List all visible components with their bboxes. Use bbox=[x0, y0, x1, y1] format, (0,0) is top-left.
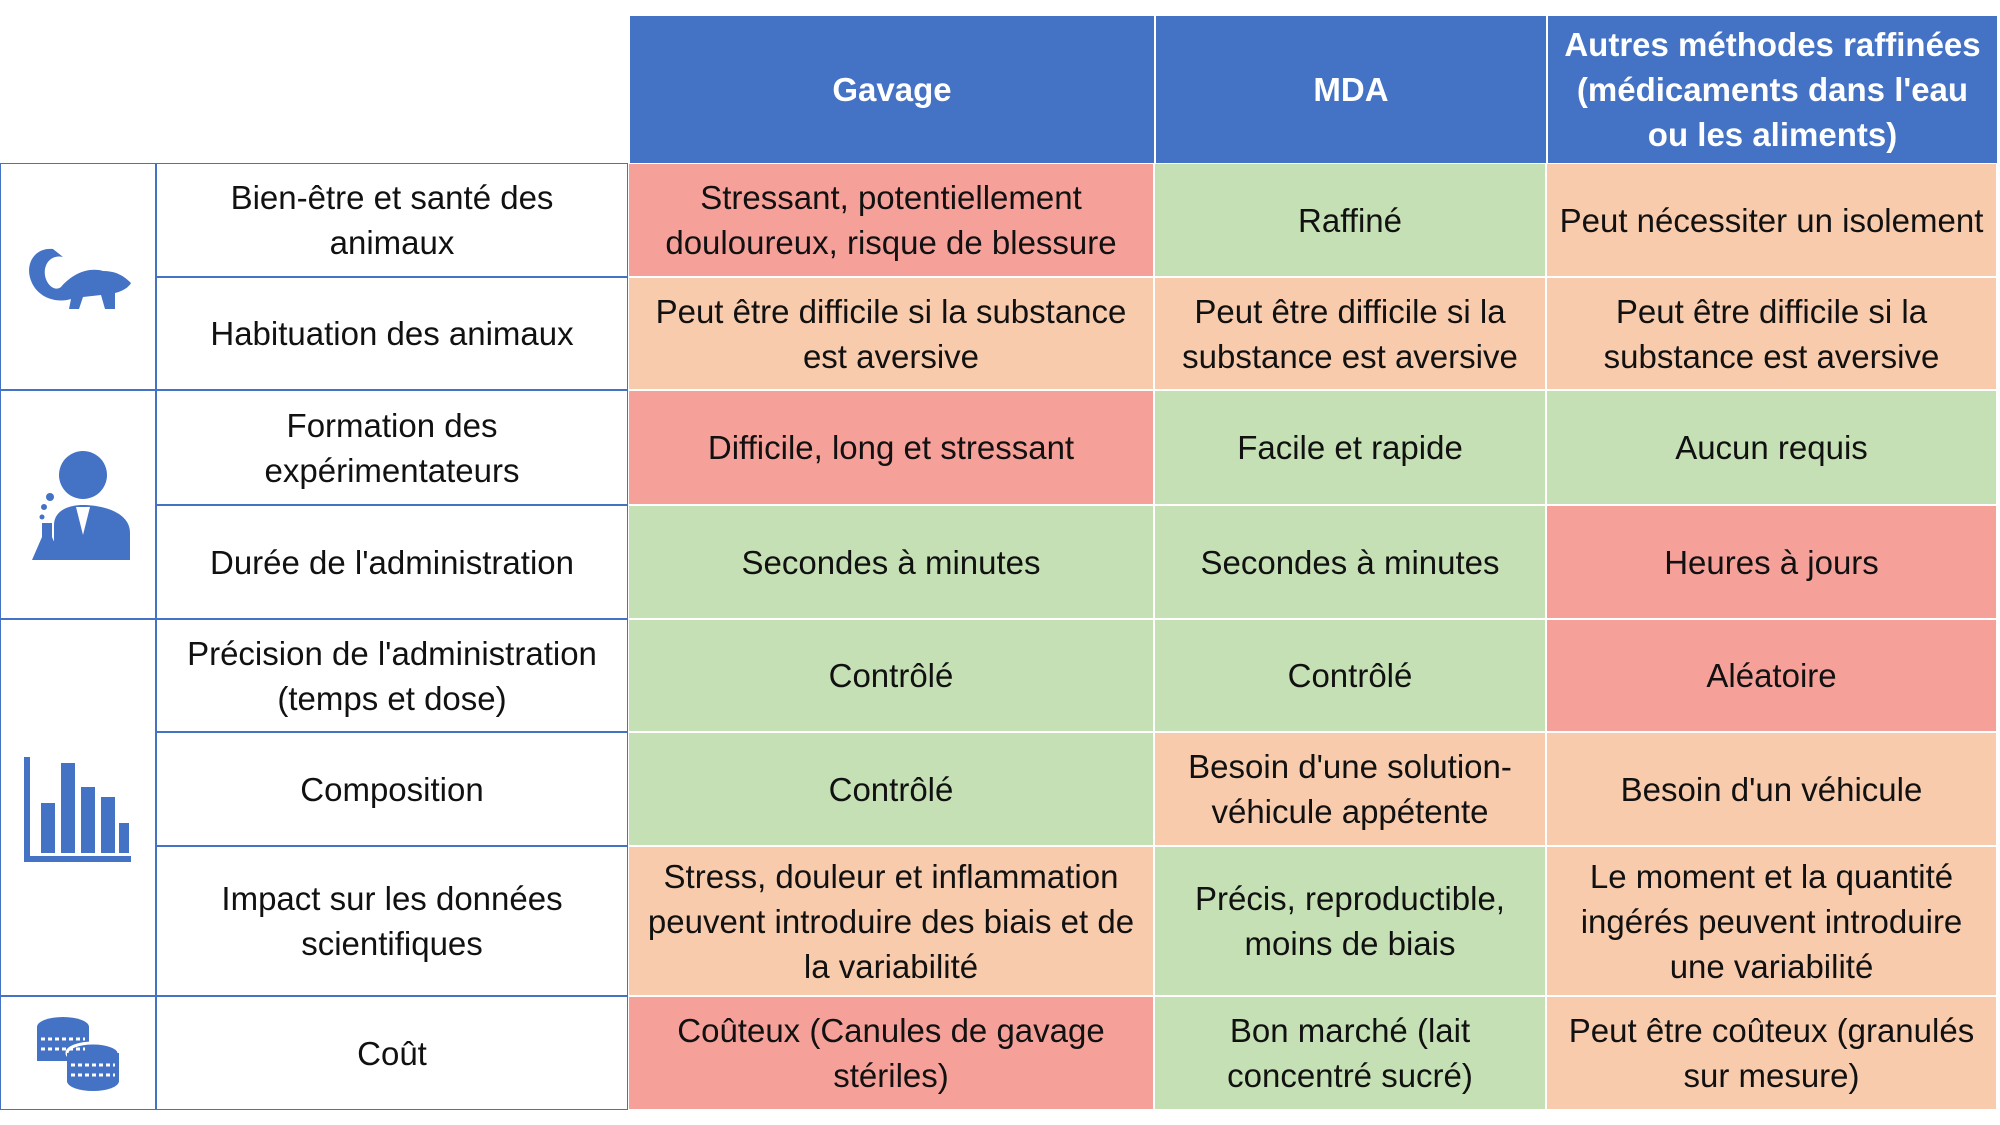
table-cell: Contrôlé bbox=[1154, 619, 1546, 732]
table-cell: Facile et rapide bbox=[1154, 390, 1546, 505]
scientist-icon bbox=[0, 390, 156, 619]
table-cell: Raffiné bbox=[1154, 163, 1546, 277]
row-label: Impact sur les données scientifiques bbox=[156, 846, 628, 996]
table-cell: Contrôlé bbox=[628, 732, 1154, 846]
row-label: Composition bbox=[156, 732, 628, 846]
row-label: Coût bbox=[156, 996, 628, 1110]
row-label: Précision de l'administration (temps et … bbox=[156, 619, 628, 732]
table-cell: Le moment et la quantité ingérés peuvent… bbox=[1546, 846, 1997, 996]
bar-chart-icon bbox=[0, 619, 156, 996]
row-label: Formation des expérimentateurs bbox=[156, 390, 628, 505]
table-cell: Contrôlé bbox=[628, 619, 1154, 732]
header-mda: MDA bbox=[1154, 16, 1546, 163]
table-cell: Stressant, potentiellement douloureux, r… bbox=[628, 163, 1154, 277]
table-cell: Secondes à minutes bbox=[1154, 505, 1546, 619]
table-cell: Aucun requis bbox=[1546, 390, 1997, 505]
table-cell: Heures à jours bbox=[1546, 505, 1997, 619]
table-cell: Stress, douleur et inflammation peuvent … bbox=[628, 846, 1154, 996]
table-cell: Précis, reproductible, moins de biais bbox=[1154, 846, 1546, 996]
header-autres: Autres méthodes raffinées (médicaments d… bbox=[1546, 16, 1997, 163]
comparison-table: Gavage MDA Autres méthodes raffinées (mé… bbox=[0, 16, 1997, 1110]
table-cell: Peut être difficile si la substance est … bbox=[1546, 277, 1997, 390]
header-gavage: Gavage bbox=[628, 16, 1154, 163]
empty-corner bbox=[0, 16, 628, 163]
table-cell: Besoin d'un véhicule bbox=[1546, 732, 1997, 846]
table-cell: Difficile, long et stressant bbox=[628, 390, 1154, 505]
row-label: Durée de l'administration bbox=[156, 505, 628, 619]
table-cell: Bon marché (lait concentré sucré) bbox=[1154, 996, 1546, 1110]
row-label: Habituation des animaux bbox=[156, 277, 628, 390]
table-cell: Peut nécessiter un isolement bbox=[1546, 163, 1997, 277]
table-cell: Peut être difficile si la substance est … bbox=[628, 277, 1154, 390]
mouse-icon bbox=[0, 163, 156, 390]
table-cell: Peut être difficile si la substance est … bbox=[1154, 277, 1546, 390]
table-cell: Secondes à minutes bbox=[628, 505, 1154, 619]
table-cell: Coûteux (Canules de gavage stériles) bbox=[628, 996, 1154, 1110]
table-cell: Besoin d'une solution-véhicule appétente bbox=[1154, 732, 1546, 846]
row-label: Bien-être et santé des animaux bbox=[156, 163, 628, 277]
coins-icon bbox=[0, 996, 156, 1110]
table-cell: Peut être coûteux (granulés sur mesure) bbox=[1546, 996, 1997, 1110]
table-cell: Aléatoire bbox=[1546, 619, 1997, 732]
